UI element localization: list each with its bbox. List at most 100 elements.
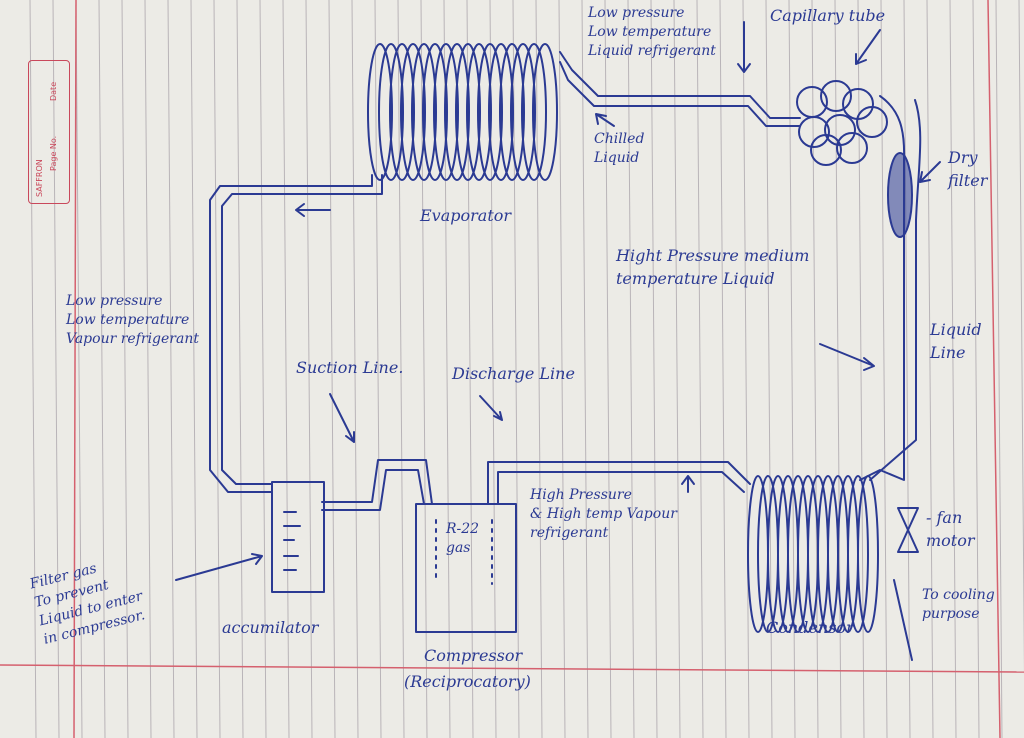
coil-loop: [389, 43, 415, 181]
rule-line: [903, 0, 911, 738]
capillary-loop: [820, 80, 852, 112]
margin-line: [73, 0, 77, 738]
liquid-line-pipe: [859, 95, 922, 481]
evaporator-coil: [367, 43, 558, 181]
rule-line: [627, 0, 635, 738]
coil-loop: [422, 43, 448, 181]
capillary-loop: [810, 134, 842, 166]
rule-line: [696, 0, 704, 738]
label-accumulator: accumilator: [222, 618, 319, 637]
label-liquid-line: Liquid Line: [930, 320, 982, 362]
rule-line: [880, 0, 888, 738]
accumulator-liquid-marks: [283, 511, 301, 571]
label-condenser: Condensor: [766, 618, 854, 637]
page-stamp: SAFFRON Page No. Date: [28, 60, 70, 204]
suction-pipe-left: [209, 174, 383, 493]
rule-line: [351, 0, 359, 738]
label-suction: Suction Line.: [296, 358, 404, 377]
capillary-loop: [798, 116, 830, 148]
capillary-coil: [796, 80, 888, 166]
capillary-loop: [836, 132, 868, 164]
rule-line: [673, 0, 681, 738]
coil-loop: [847, 475, 869, 633]
label-cooling: To cooling purpose: [922, 587, 995, 622]
rule-line: [29, 0, 37, 738]
label-high-pressure-liquid: Hight Pressure medium temperature Liquid: [616, 246, 810, 288]
rule-line: [75, 0, 83, 738]
arrow-filter-gas: [175, 553, 263, 581]
label-dry-filter: Dry filter: [948, 148, 988, 190]
rule-line: [259, 0, 267, 738]
label-evaporator: Evaporator: [420, 206, 512, 225]
rule-line: [604, 0, 612, 738]
rule-line: [305, 0, 313, 738]
label-low-pressure-liquid: Low pressure Low temperature Liquid refr…: [588, 5, 716, 59]
coil-loop: [477, 43, 503, 181]
arrow-evap-left: [295, 203, 331, 217]
rule-line: [949, 0, 957, 738]
label-reciprocatory: (Reciprocatory): [404, 672, 531, 691]
rule-line: [742, 0, 750, 738]
rule-line: [144, 0, 152, 738]
label-capillary: Capillary tube: [770, 6, 886, 25]
rule-line: [374, 0, 382, 738]
coil-loop: [532, 43, 558, 181]
coil-loop: [521, 43, 547, 181]
rule-line: [190, 0, 198, 738]
coil-loop: [488, 43, 514, 181]
rule-line: [995, 0, 1003, 738]
dry-filter-body: [887, 152, 913, 238]
rule-line: [719, 0, 727, 738]
rule-line: [52, 0, 60, 738]
evaporator-outlet-pipe: [559, 51, 801, 127]
compressor-body: [415, 503, 517, 633]
rule-line: [581, 0, 589, 738]
coil-loop: [499, 43, 525, 181]
arrow-liquid: [819, 343, 875, 371]
coil-loop: [444, 43, 470, 181]
rule-line: [650, 0, 658, 738]
margin-line: [0, 664, 1024, 673]
rule-line: [282, 0, 290, 738]
rule-line: [535, 0, 543, 738]
accumulator-body: [271, 481, 325, 593]
rule-line: [328, 0, 336, 738]
label-r22: R-22 gas: [446, 521, 480, 556]
rule-line: [397, 0, 405, 738]
coil-loop: [455, 43, 481, 181]
cooling-divider: [893, 579, 913, 661]
rule-line: [926, 0, 934, 738]
rule-line: [121, 0, 129, 738]
rule-line: [236, 0, 244, 738]
rule-line: [213, 0, 221, 738]
coil-loop: [411, 43, 437, 181]
label-high-pressure-vapour: High Pressure & High temp Vapour refrige…: [530, 487, 677, 541]
coil-loop: [378, 43, 404, 181]
margin-line: [987, 0, 1001, 738]
coil-loop: [400, 43, 426, 181]
label-low-pressure-vapour: Low pressure Low temperature Vapour refr…: [66, 293, 199, 347]
arrow-chilled: [595, 113, 615, 127]
arrow-suction: [329, 393, 355, 443]
capillary-loop: [856, 106, 888, 138]
coil-loop: [510, 43, 536, 181]
label-compressor: Compressor: [424, 646, 523, 665]
compressor-gas-marks: [435, 519, 493, 585]
rule-line: [167, 0, 175, 738]
arrow-dry-filter: [919, 161, 941, 183]
coil-loop: [433, 43, 459, 181]
rule-line: [420, 0, 428, 738]
rule-line: [811, 0, 819, 738]
arrow-low-pressure-liquid: [737, 21, 751, 73]
rule-line: [512, 0, 520, 738]
label-chilled: Chilled Liquid: [594, 131, 645, 166]
arrow-capillary: [855, 29, 881, 65]
rule-line: [98, 0, 106, 738]
arrow-discharge: [479, 395, 503, 421]
compressor-outlet-pipe: [487, 461, 751, 505]
rule-line: [834, 0, 842, 738]
arrow-high-vapour: [681, 475, 695, 493]
